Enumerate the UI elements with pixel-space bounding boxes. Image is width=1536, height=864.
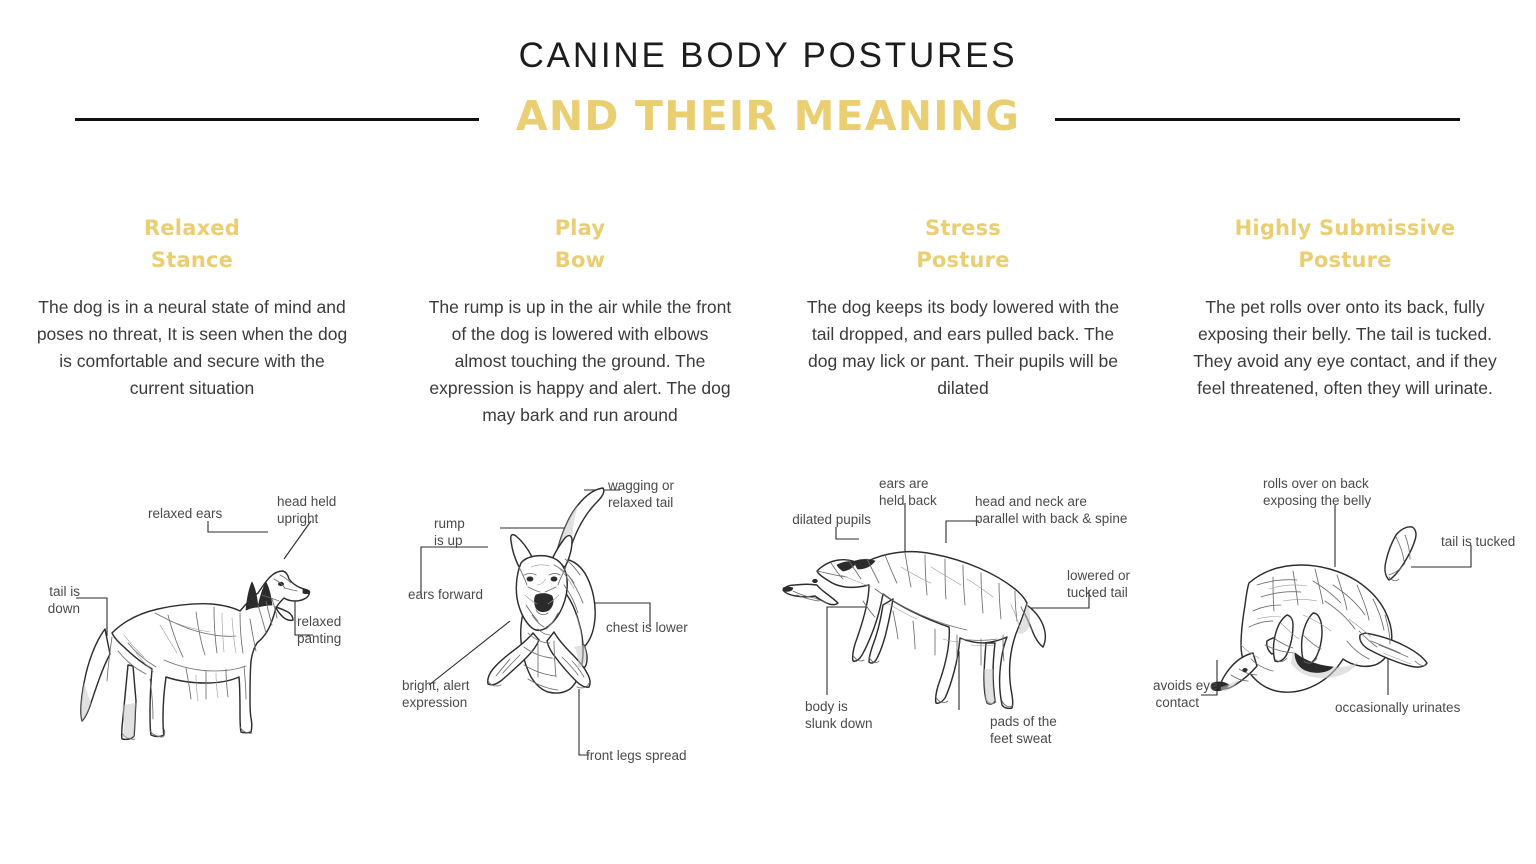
leader-lines <box>826 503 1090 710</box>
page-title: CANINE BODY POSTURES <box>518 36 1018 75</box>
highly-submissive-illustration <box>1201 505 1472 696</box>
annotation-front-legs-spread: front legs spread <box>586 748 687 763</box>
column-heading-line2: Posture <box>916 248 1010 272</box>
diagram-relaxed-stance: tail is down relaxed ears head held upri… <box>0 455 384 835</box>
annotation-relaxed-panting: relaxed panting <box>297 614 342 646</box>
header: CANINE BODY POSTURES AND THEIR MEANING <box>0 0 1536 160</box>
column-play-bow: Play Bow The rump is up in the air while… <box>388 212 772 429</box>
column-description: The pet rolls over onto its back, fully … <box>1193 297 1497 398</box>
annotation-rump-is-up: rump is up <box>434 516 465 548</box>
relaxed-stance-illustration <box>76 520 313 741</box>
annotation-pads-of-the-feet-sweat: pads of the feet sweat <box>990 714 1057 746</box>
annotation-wagging-or-relaxed-tail: wagging or relaxed tail <box>608 478 675 510</box>
dog-body <box>782 551 1046 710</box>
column-heading: Play Bow <box>388 212 772 276</box>
title-rule-right <box>1055 118 1460 121</box>
title-rule-left <box>75 118 479 121</box>
column-description: The rump is up in the air while the fron… <box>428 297 732 425</box>
annotation-relaxed-ears: relaxed ears <box>148 506 223 521</box>
column-heading-line2: Posture <box>1298 248 1392 272</box>
leader-lines <box>76 520 313 636</box>
diagram-play-bow: wagging or relaxed tail rump is up ears … <box>388 455 772 835</box>
column-heading: Stress Posture <box>771 212 1155 276</box>
annotation-tail-is-tucked: tail is tucked <box>1441 534 1516 549</box>
column-heading-line2: Stance <box>150 248 234 272</box>
dog-body <box>1211 526 1428 693</box>
column-heading-line2: Bow <box>554 248 606 272</box>
column-description: The dog keeps its body lowered with the … <box>806 297 1120 398</box>
column-heading: Highly Submissive Posture <box>1153 212 1536 276</box>
column-heading-line1: Highly Submissive <box>1234 216 1456 240</box>
column-heading: Relaxed Stance <box>0 212 384 276</box>
column-heading-line1: Stress <box>925 216 1001 240</box>
annotation-body-is-slunk-down: body is slunk down <box>805 699 873 731</box>
annotation-chest-is-lower: chest is lower <box>606 620 688 635</box>
annotation-occasionally-urinates: occasionally urinates <box>1335 700 1461 715</box>
dog-body <box>487 487 605 694</box>
page-subtitle: AND THEIR MEANING <box>515 92 1021 140</box>
annotation-ears-are-held-back: ears are held back <box>879 476 937 508</box>
annotation-dilated-pupils: dilated pupils <box>792 512 871 527</box>
diagram-highly-submissive-posture: rolls over on back exposing the belly ta… <box>1153 455 1536 835</box>
annotation-ears-forward: ears forward <box>408 587 484 602</box>
annotation-avoids-eye-contact: avoids eye contact <box>1153 678 1218 710</box>
column-heading-line1: Play <box>554 216 606 240</box>
column-highly-submissive-posture: Highly Submissive Posture The pet rolls … <box>1153 212 1536 402</box>
column-heading-line1: Relaxed <box>143 216 240 240</box>
column-description: The dog is in a neural state of mind and… <box>36 297 348 398</box>
play-bow-illustration <box>420 487 651 756</box>
diagram-stress-posture: ears are held back dilated pupils head a… <box>771 455 1155 835</box>
annotation-head-and-neck-parallel: head and neck are parallel with back & s… <box>975 494 1128 526</box>
column-relaxed-stance: Relaxed Stance The dog is in a neural st… <box>0 212 384 402</box>
annotation-bright-alert-expression: bright, alert expression <box>402 678 470 710</box>
stress-posture-illustration <box>782 503 1090 710</box>
column-stress-posture: Stress Posture The dog keeps its body lo… <box>771 212 1155 402</box>
annotation-lowered-or-tucked-tail: lowered or tucked tail <box>1067 568 1131 600</box>
annotation-head-held-upright: head held upright <box>277 494 337 526</box>
leader-lines <box>420 489 651 756</box>
dog-body <box>80 570 311 741</box>
annotation-tail-is-down: tail is down <box>47 584 80 616</box>
annotation-rolls-over-on-back: rolls over on back exposing the belly <box>1263 476 1372 508</box>
